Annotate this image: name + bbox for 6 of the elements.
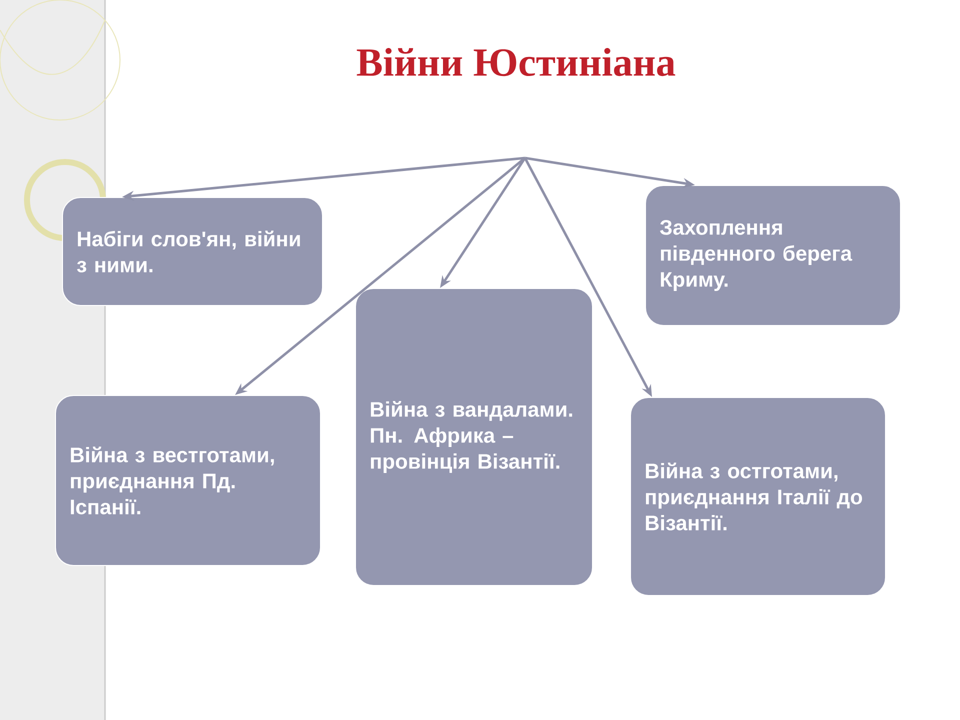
- title: Війни Юстиніана: [356, 48, 676, 76]
- text-box: Набіги слов'ян, війни з ними.: [62, 197, 323, 306]
- text-box: Захоплення південного берега Криму.: [645, 185, 902, 326]
- text-box: Війна з остготами, приєднання Італії до Візантії.: [630, 397, 886, 596]
- text-box: Війна з вестготами, приєднання Пд. Іспанії.: [55, 395, 321, 566]
- text-box: Війна з вандалами. Пн. Африка – провінція Візантії.: [355, 288, 593, 586]
